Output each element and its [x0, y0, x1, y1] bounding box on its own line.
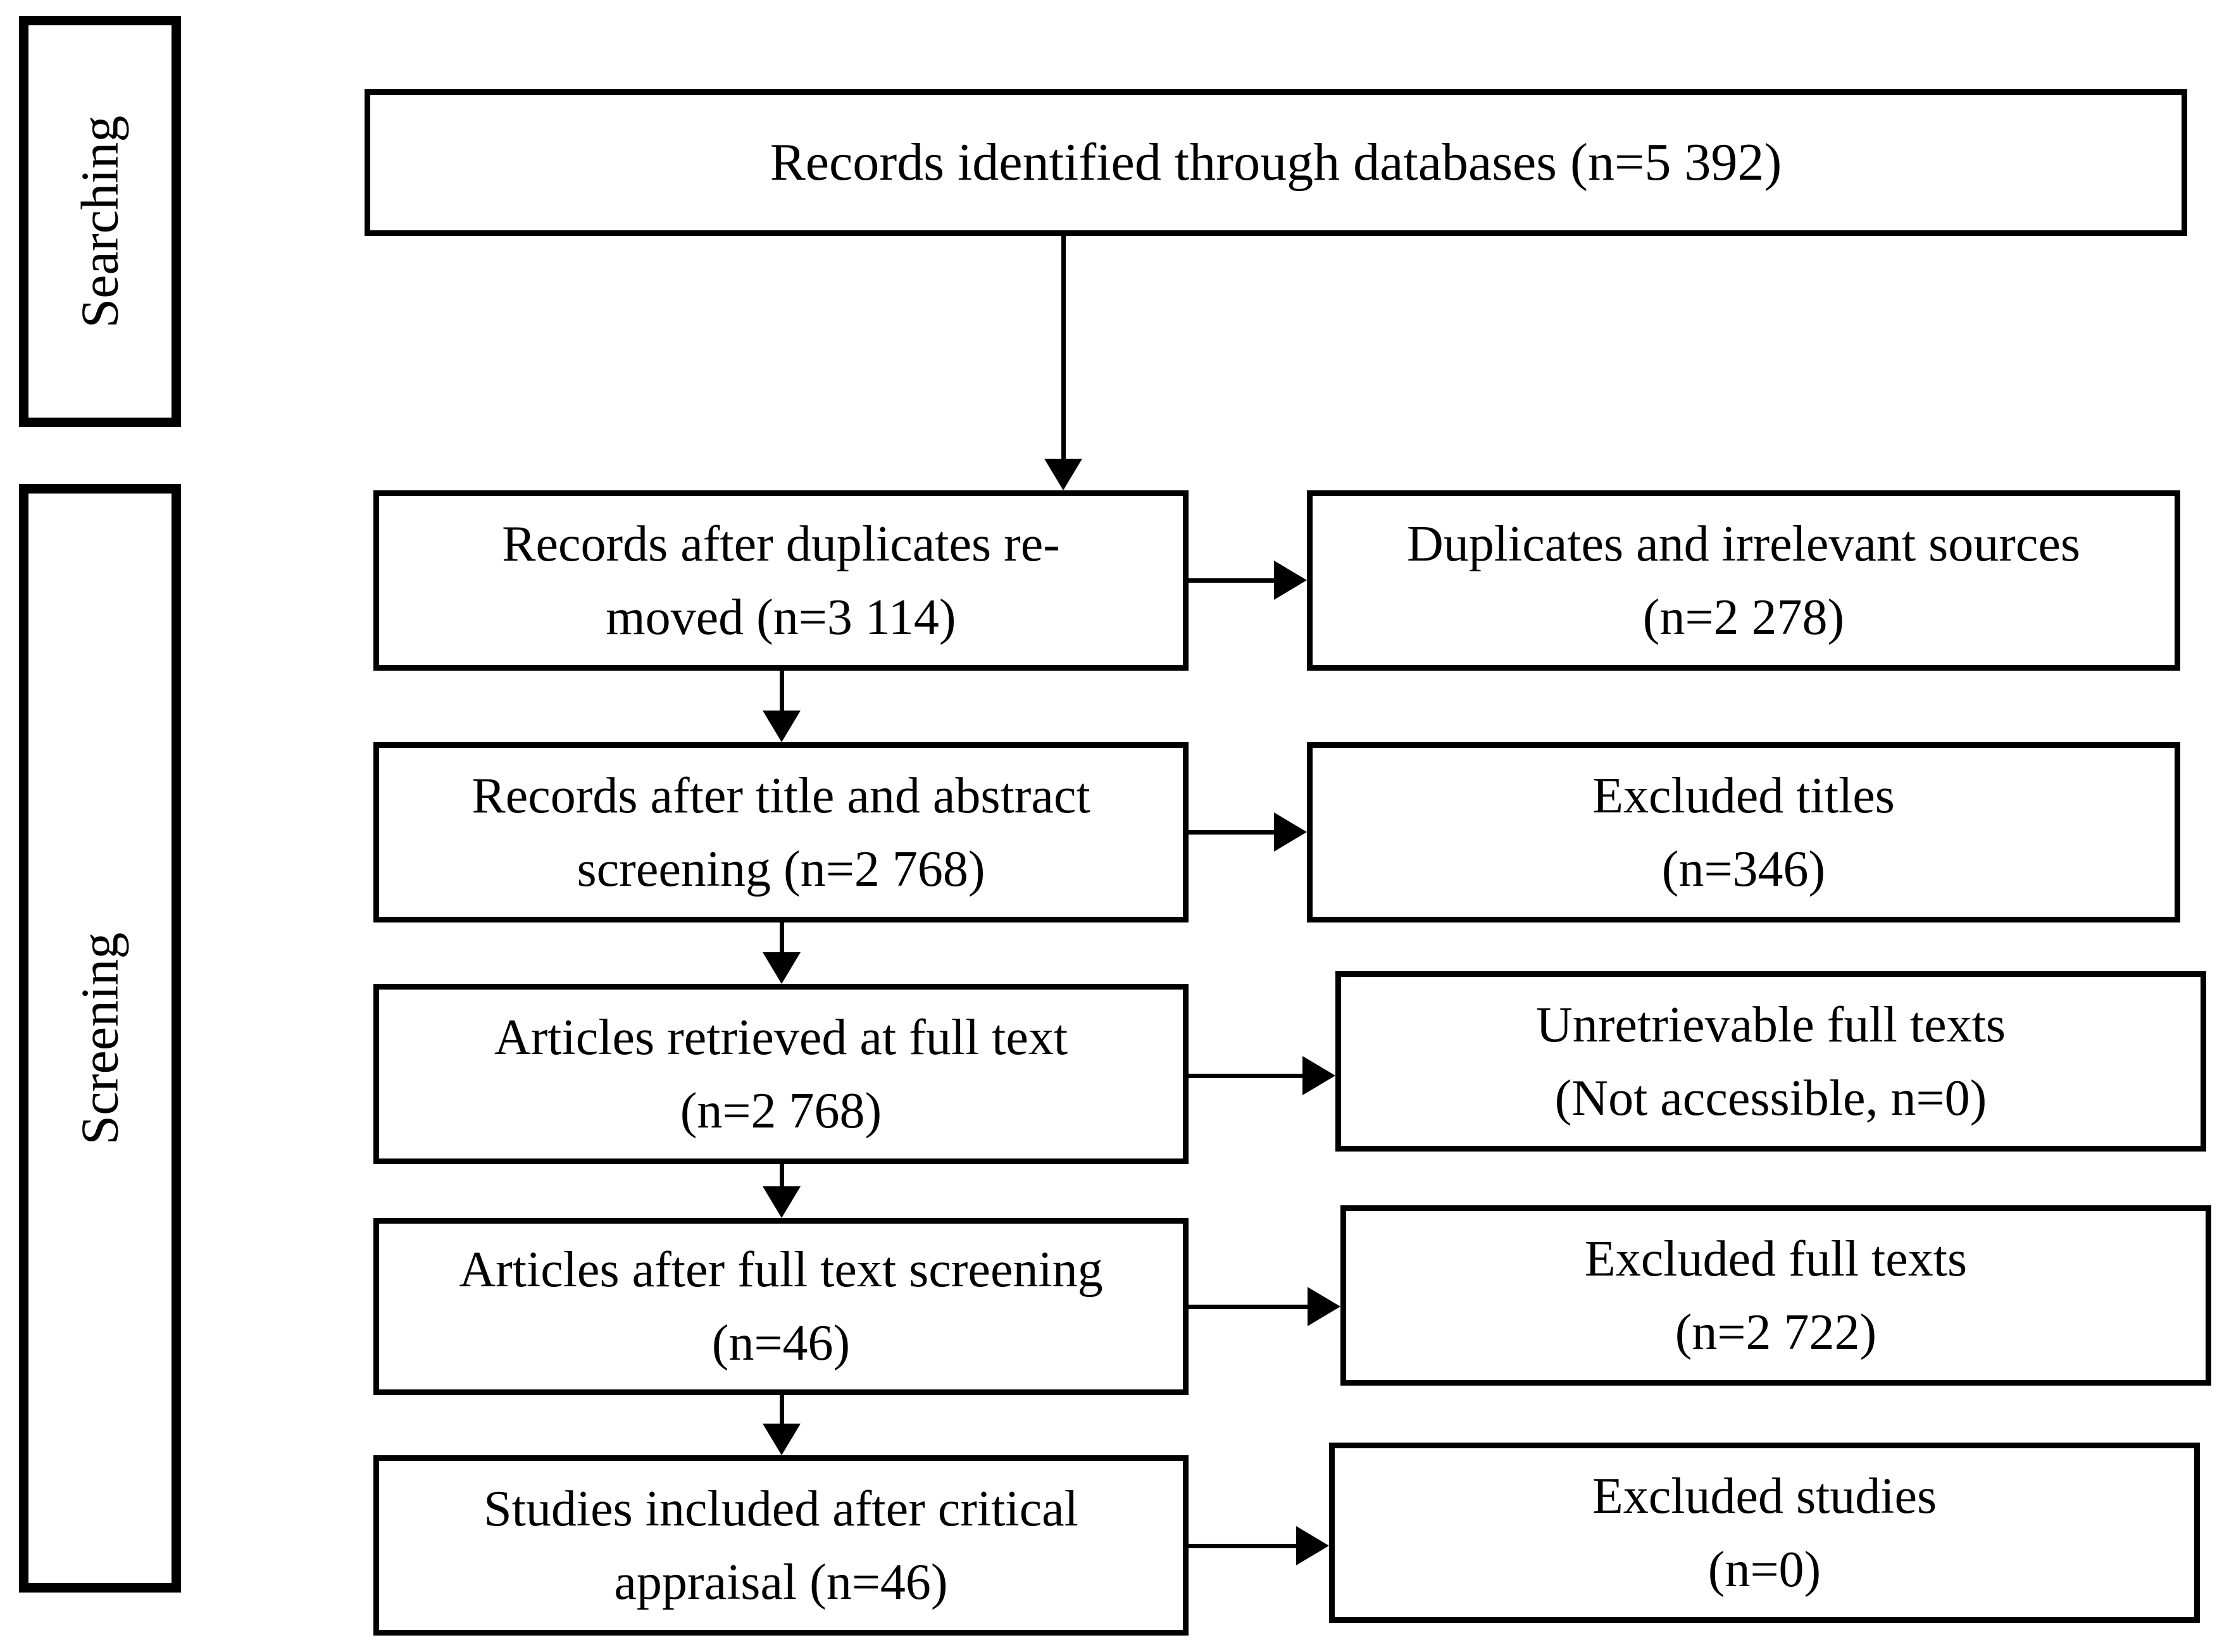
arrow-retrieved-to-full-text-screening [759, 1164, 804, 1218]
node-after-duplicates: Records after duplicates re- moved (n=3 … [373, 490, 1189, 671]
node-retrieved-full-text: Articles retrieved at full text (n=2 768… [373, 984, 1189, 1164]
node-records-identified-text: Records identified through databases (n=… [770, 133, 1782, 192]
node-after-full-text-text: Articles after full text screening (n=46… [459, 1242, 1103, 1371]
arrow-identified-to-after-duplicates [1041, 236, 1085, 490]
stage-label-screening: Screening [70, 932, 130, 1145]
arrow-shaft [1189, 578, 1277, 583]
arrow-to-excluded-studies [1189, 1526, 1329, 1565]
arrow-head-down-icon [763, 952, 801, 984]
node-duplicates-excluded: Duplicates and irrelevant sources (n=2 2… [1307, 490, 2180, 671]
arrow-head-right-icon [1308, 1287, 1340, 1326]
arrow-head-right-icon [1274, 812, 1307, 852]
arrow-full-text-screening-to-included [759, 1395, 804, 1455]
arrow-head-right-icon [1274, 561, 1307, 600]
arrow-after-duplicates-to-title-abstract [759, 671, 804, 742]
arrow-shaft [780, 1395, 784, 1427]
node-included-after-appraisal: Studies included after critical appraisa… [373, 1455, 1189, 1636]
arrow-head-down-icon [763, 1186, 801, 1218]
arrow-shaft [1189, 1544, 1299, 1548]
node-duplicates-excluded-text: Duplicates and irrelevant sources (n=2 2… [1406, 516, 2081, 645]
stage-label-searching: Searching [70, 115, 130, 328]
arrow-shaft [1061, 236, 1066, 462]
node-unretrievable-full-texts: Unretrievable full texts (Not accessible… [1335, 971, 2206, 1152]
arrow-head-right-icon [1302, 1056, 1335, 1095]
arrow-shaft [780, 671, 784, 714]
arrow-head-right-icon [1296, 1526, 1329, 1565]
arrow-shaft [1189, 1305, 1311, 1309]
node-excluded-titles: Excluded titles (n=346) [1307, 742, 2180, 922]
arrow-title-abstract-to-retrieved [759, 922, 804, 984]
arrow-to-excluded-full-texts [1189, 1287, 1340, 1326]
node-after-duplicates-text: Records after duplicates re- moved (n=3 … [502, 516, 1060, 645]
stage-box-searching: Searching [19, 16, 181, 427]
arrow-shaft [1189, 830, 1277, 835]
node-included-after-appraisal-text: Studies included after critical appraisa… [484, 1481, 1078, 1610]
node-after-full-text: Articles after full text screening (n=46… [373, 1218, 1189, 1395]
arrow-head-down-icon [763, 711, 801, 742]
node-excluded-full-texts: Excluded full texts (n=2 722) [1340, 1205, 2211, 1386]
arrow-shaft [780, 1164, 784, 1189]
arrow-head-down-icon [1044, 459, 1082, 490]
arrow-shaft [780, 922, 784, 955]
stage-box-screening: Screening [19, 484, 181, 1593]
node-records-identified: Records identified through databases (n=… [365, 89, 2187, 236]
node-excluded-full-texts-text: Excluded full texts (n=2 722) [1584, 1231, 1968, 1360]
arrow-to-excluded-titles [1189, 812, 1307, 852]
node-after-title-abstract: Records after title and abstract screeni… [373, 742, 1189, 922]
arrow-shaft [1189, 1074, 1306, 1078]
node-after-title-abstract-text: Records after title and abstract screeni… [471, 767, 1090, 897]
arrow-to-duplicates-excluded [1189, 561, 1307, 600]
node-excluded-studies-text: Excluded studies (n=0) [1592, 1468, 1937, 1598]
node-unretrievable-full-texts-text: Unretrievable full texts (Not accessible… [1536, 997, 2006, 1126]
arrow-head-down-icon [763, 1424, 801, 1455]
node-excluded-studies: Excluded studies (n=0) [1329, 1443, 2200, 1623]
node-retrieved-full-text-text: Articles retrieved at full text (n=2 768… [494, 1009, 1068, 1139]
arrow-to-unretrievable [1189, 1056, 1335, 1095]
node-excluded-titles-text: Excluded titles (n=346) [1592, 767, 1895, 897]
